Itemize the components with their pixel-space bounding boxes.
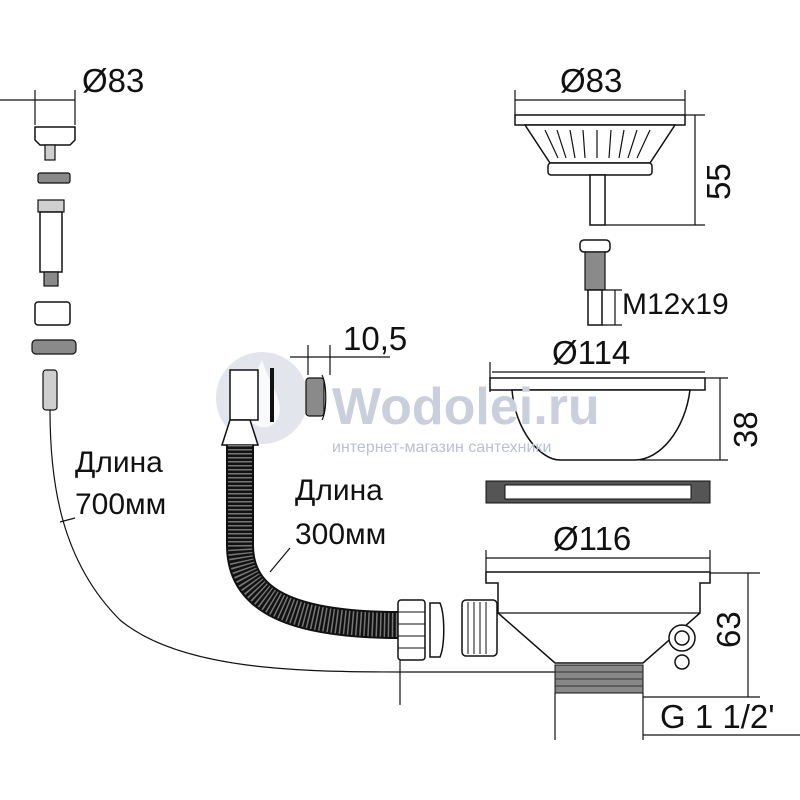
plug-diameter-label: Ø83 — [82, 62, 144, 99]
cap-width-label: 10,5 — [343, 320, 407, 357]
strainer-diameter-label: Ø83 — [560, 62, 622, 99]
watermark-brand: Wodolei.ru — [332, 378, 600, 436]
cable-length: 700мм — [75, 488, 166, 521]
screw-size-label: M12x19 — [622, 288, 729, 321]
basket-diameter-label: Ø114 — [552, 334, 630, 371]
thread-label: G 1 1/2' — [660, 698, 775, 735]
strainer: Ø83 55 — [514, 62, 737, 226]
hose-length: 300мм — [295, 518, 386, 551]
watermark-tagline: интернет-магазин сантехники — [332, 439, 551, 456]
plug-assembly: Ø83 Длина 700мм — [0, 62, 555, 673]
overflow-cap: 10,5 — [290, 320, 407, 421]
drain-body: Ø116 63 G 1 1/2' — [461, 520, 800, 740]
overflow-hose: Длина 300мм — [220, 368, 445, 705]
hose-label: Длина — [295, 474, 383, 507]
watermark: Wodolei.ru интернет-магазин сантехники — [332, 378, 600, 456]
basket: Ø114 38 — [489, 334, 764, 461]
cable-label: Длина — [75, 446, 163, 479]
body-height-label: 63 — [710, 611, 747, 648]
screw: M12x19 — [579, 239, 729, 326]
basket-height-label: 38 — [727, 411, 764, 448]
strainer-height-label: 55 — [700, 163, 737, 200]
gasket — [485, 480, 711, 504]
body-diameter-label: Ø116 — [553, 520, 631, 557]
